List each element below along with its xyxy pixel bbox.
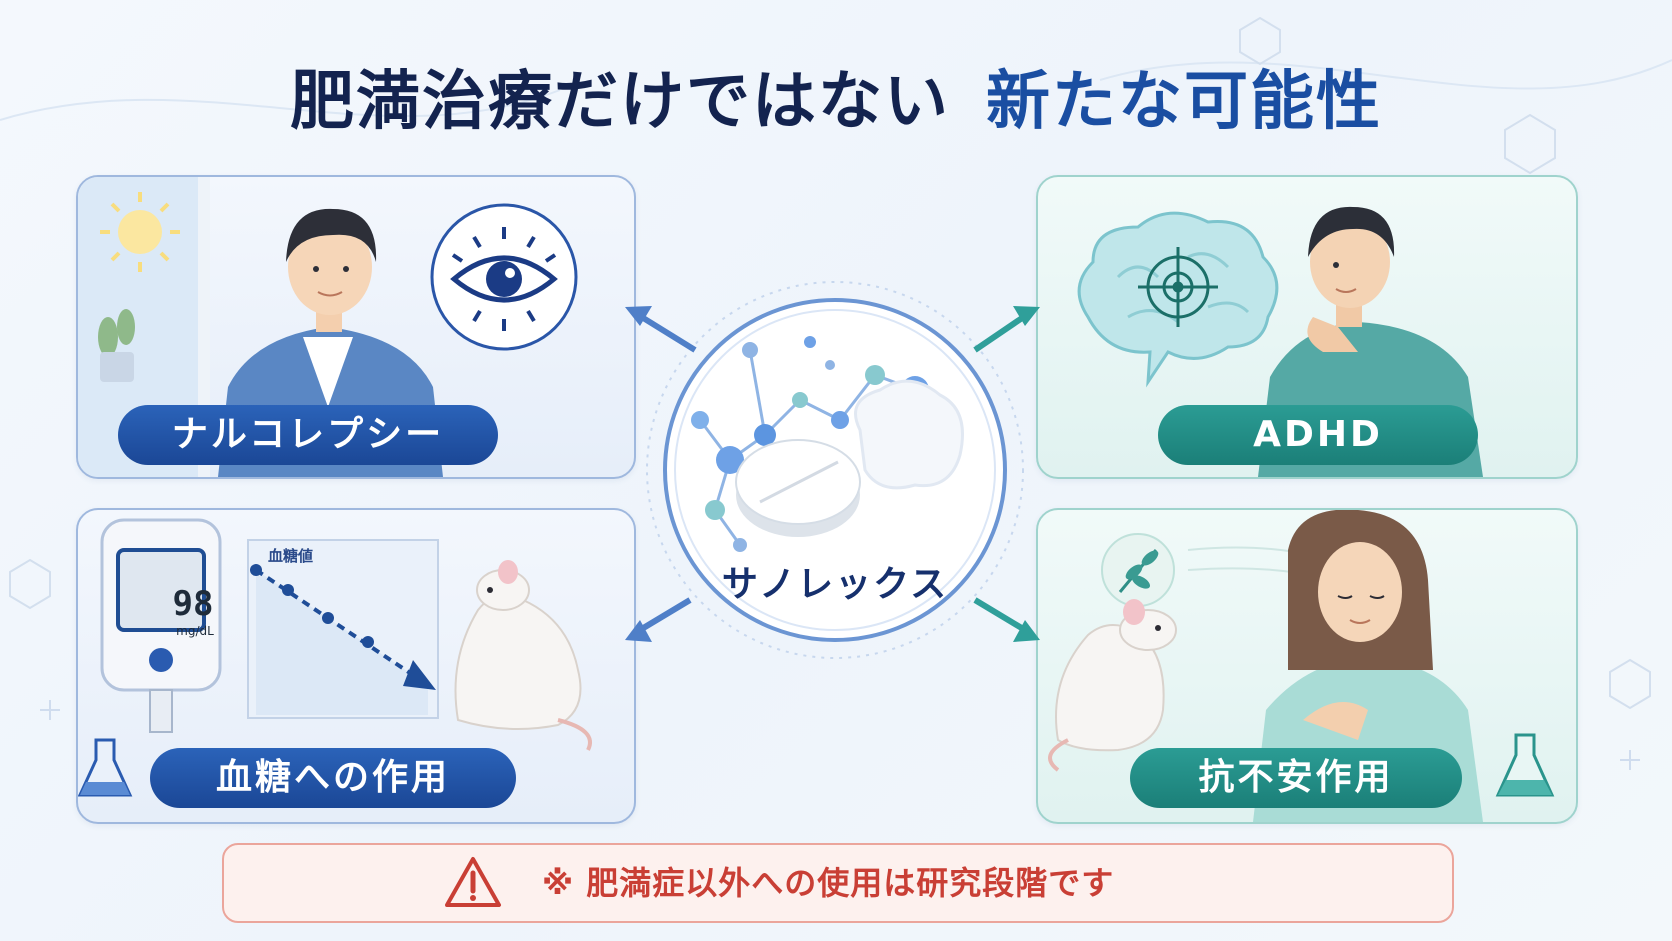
drug-name: サノレックス: [721, 564, 949, 605]
label-glucose: 血糖への作用: [150, 748, 516, 808]
glucose-meter-value: 98: [172, 584, 214, 624]
glucose-illustration: [78, 518, 592, 797]
leaf-icon: [1101, 533, 1175, 607]
page-title: 肥満治療だけではない新たな可能性: [0, 50, 1672, 142]
panel-anxiety: 抗不安作用: [1036, 508, 1578, 824]
flask-icon-2: [1495, 733, 1555, 797]
panel-narcolepsy: ナルコレプシー: [76, 175, 636, 479]
glucose-meter-unit: mg/dL: [176, 624, 214, 638]
pill-icon: [735, 439, 861, 537]
warning-text: ※ 肥満症以外への使用は研究段階です: [542, 864, 1115, 902]
center-drug-graphic: [646, 281, 1024, 659]
flask-icon: [78, 738, 133, 797]
panel-glucose: 血糖への作用: [76, 508, 636, 824]
label-anxiety: 抗不安作用: [1130, 748, 1462, 808]
molecule-decor-icon: [9, 16, 1651, 710]
eye-icon: [430, 203, 578, 351]
glucose-chart-title: 血糖値: [268, 547, 314, 565]
sun-icon: [100, 192, 180, 272]
title-part2: 新たな可能性: [986, 64, 1382, 139]
plus-decor-icon: [40, 700, 1640, 770]
plant-icon: [98, 309, 135, 382]
warning-banner: ※ 肥満症以外への使用は研究段階です: [222, 843, 1454, 923]
rat-icon: [454, 560, 592, 751]
glucose-meter-icon: [100, 518, 222, 733]
glucose-chart: [247, 539, 439, 719]
rat-icon-2: [1048, 599, 1177, 772]
warning-triangle-icon: [445, 857, 501, 907]
label-narcolepsy: ナルコレプシー: [118, 405, 498, 465]
brain-faint-icon: [854, 379, 964, 490]
target-icon: [1138, 247, 1218, 327]
title-part1: 肥満治療だけではない: [290, 64, 950, 139]
panel-adhd: ADHD: [1036, 175, 1578, 479]
label-adhd: ADHD: [1158, 405, 1478, 465]
